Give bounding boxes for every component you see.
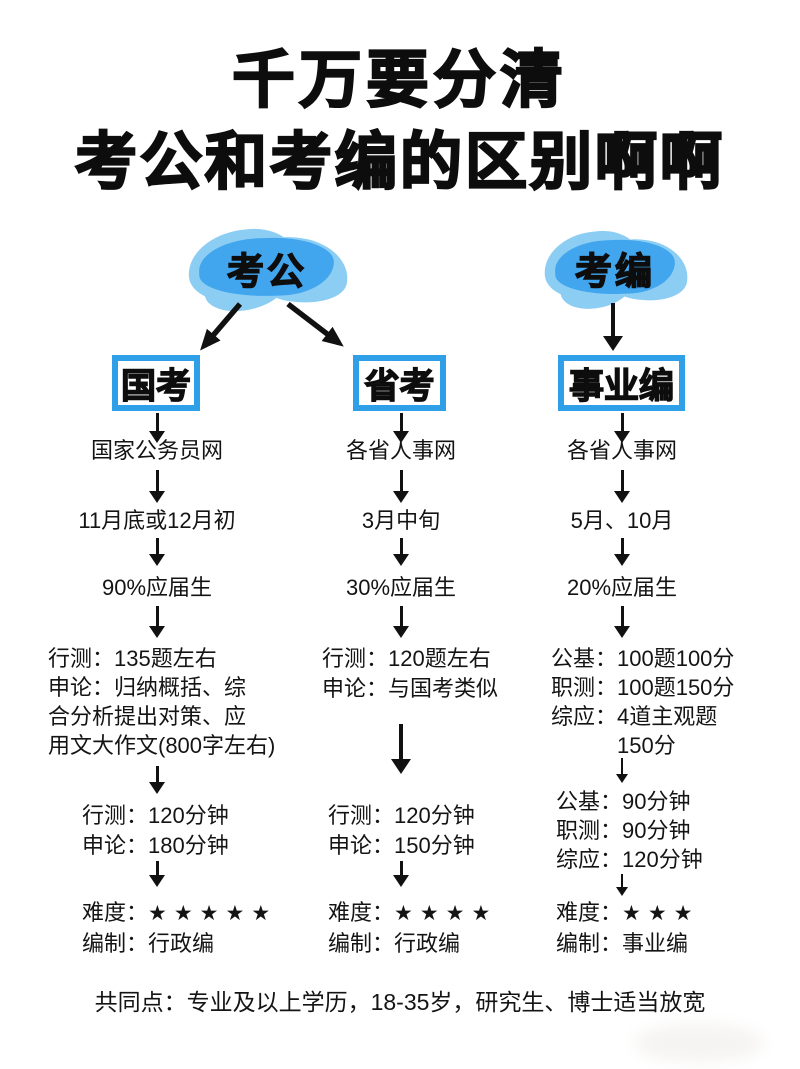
shiyebian-content-block: 公基：100题100分 职测：100题150分 综应：4道主观题 150分: [551, 644, 734, 760]
guokao-content-line: 申论：归纳概括、综: [48, 675, 247, 700]
split-arrows-icon: [200, 301, 344, 351]
shiyebian-content-line: 150分: [617, 733, 676, 758]
arrow-down-icon: [616, 758, 628, 783]
arrow-down-icon: [393, 470, 409, 503]
arrow-down-icon: [393, 538, 409, 566]
guokao-content-line: 行测：135题左右: [48, 646, 217, 671]
guokao-duration-line: 申论：180分钟: [82, 833, 229, 858]
arrow-down-icon: [614, 538, 630, 566]
arrow-down-icon: [393, 413, 409, 443]
guokao-summary-block: 难度：★★★★★ 编制：行政编: [82, 898, 277, 959]
kaogong-cloud-badge: 考公: [184, 223, 352, 319]
arrow-down-icon: [391, 724, 411, 774]
difficulty-stars: ★★★: [622, 902, 700, 925]
shengkao-duration-block: 行测：120分钟 申论：150分钟: [328, 801, 475, 861]
guokao-content-line: 合分析提出对策、应: [48, 704, 247, 729]
shiyebian-bianzhi-line: 编制：事业编: [556, 931, 689, 956]
shiyebian-summary-block: 难度：★★★ 编制：事业编: [556, 898, 700, 959]
arrow-down-icon: [614, 470, 630, 503]
arrow-down-icon: [616, 874, 628, 896]
shengkao-content-line: 行测：120题左右: [322, 646, 491, 671]
kaobian-label: 考编: [574, 250, 655, 292]
shengkao-bianzhi-line: 编制：行政编: [328, 931, 461, 956]
arrow-down-icon: [149, 766, 165, 794]
watermark-smudge: [634, 1023, 764, 1063]
common-points-text: 共同点：专业及以上学历，18-35岁，研究生、博士适当放宽: [94, 989, 706, 1015]
guokao-content-block: 行测：135题左右 申论：归纳概括、综 合分析提出对策、应 用文大作文(800字…: [48, 644, 275, 760]
shengkao-header-label: 省考: [364, 366, 435, 406]
shiyebian-duration-line: 综应：120分钟: [556, 847, 703, 872]
arrow-down-icon: [614, 606, 630, 638]
guokao-content-line: 用文大作文(800字左右): [48, 733, 276, 758]
arrow-down-icon: [149, 861, 165, 887]
guokao-difficulty-line: 难度：★★★★★: [82, 898, 277, 929]
kaobian-cloud-badge: 考编: [540, 226, 691, 316]
title-line-2: 考公和考编的区别啊啊: [74, 127, 725, 198]
shengkao-duration-line: 申论：150分钟: [328, 833, 475, 858]
shiyebian-duration-block: 公基：90分钟 职测：90分钟 综应：120分钟: [556, 787, 703, 874]
arrow-down-icon: [603, 303, 623, 351]
guokao-time-text: 11月底或12月初: [78, 508, 236, 533]
shiyebian-content-line: 公基：100题100分: [551, 646, 735, 671]
guokao-bianzhi-line: 编制：行政编: [82, 931, 215, 956]
shengkao-difficulty-line: 难度：★★★★: [328, 898, 497, 929]
shengkao-duration-line: 行测：120分钟: [328, 803, 475, 828]
shengkao-time-text: 3月中旬: [361, 508, 441, 533]
shiyebian-fresh-text: 20%应届生: [566, 575, 678, 600]
shiyebian-header-box: 事业编: [558, 355, 685, 411]
shiyebian-content-line: 综应：4道主观题: [551, 704, 718, 729]
guokao-site-text: 国家公务员网: [90, 438, 224, 463]
shiyebian-content-line: 职测：100题150分: [551, 675, 735, 700]
guokao-duration-block: 行测：120分钟 申论：180分钟: [82, 801, 229, 861]
arrow-down-icon: [393, 861, 409, 887]
kaogong-label: 考公: [226, 250, 307, 292]
difficulty-label: 难度：: [328, 900, 395, 925]
shengkao-fresh-text: 30%应届生: [345, 575, 457, 600]
difficulty-label: 难度：: [82, 900, 149, 925]
shiyebian-difficulty-line: 难度：★★★: [556, 898, 700, 929]
shengkao-header-box: 省考: [353, 355, 446, 411]
shengkao-summary-block: 难度：★★★★ 编制：行政编: [328, 898, 497, 959]
shiyebian-time-text: 5月、10月: [570, 508, 674, 533]
arrow-down-icon: [149, 538, 165, 566]
difficulty-stars: ★★★★★: [148, 902, 278, 925]
shengkao-content-line: 申论：与国考类似: [322, 676, 499, 701]
arrow-down-icon: [149, 606, 165, 638]
shengkao-content-block: 行测：120题左右 申论：与国考类似: [322, 644, 498, 704]
arrow-down-icon: [393, 606, 409, 638]
difficulty-stars: ★★★★: [394, 902, 498, 925]
shiyebian-duration-line: 公基：90分钟: [556, 789, 691, 814]
guokao-duration-line: 行测：120分钟: [82, 803, 229, 828]
guokao-header-label: 国考: [120, 366, 191, 406]
guokao-fresh-text: 90%应届生: [101, 575, 213, 600]
shiyebian-duration-line: 职测：90分钟: [556, 818, 691, 843]
difficulty-label: 难度：: [556, 900, 623, 925]
arrow-down-icon: [149, 413, 165, 443]
shengkao-site-text: 各省人事网: [345, 438, 457, 463]
arrow-down-icon: [149, 470, 165, 503]
guokao-header-box: 国考: [112, 355, 200, 411]
shiyebian-site-text: 各省人事网: [566, 438, 678, 463]
arrow-down-icon: [614, 413, 630, 443]
title-line-1: 千万要分清: [231, 45, 568, 116]
shiyebian-header-label: 事业编: [568, 366, 674, 406]
